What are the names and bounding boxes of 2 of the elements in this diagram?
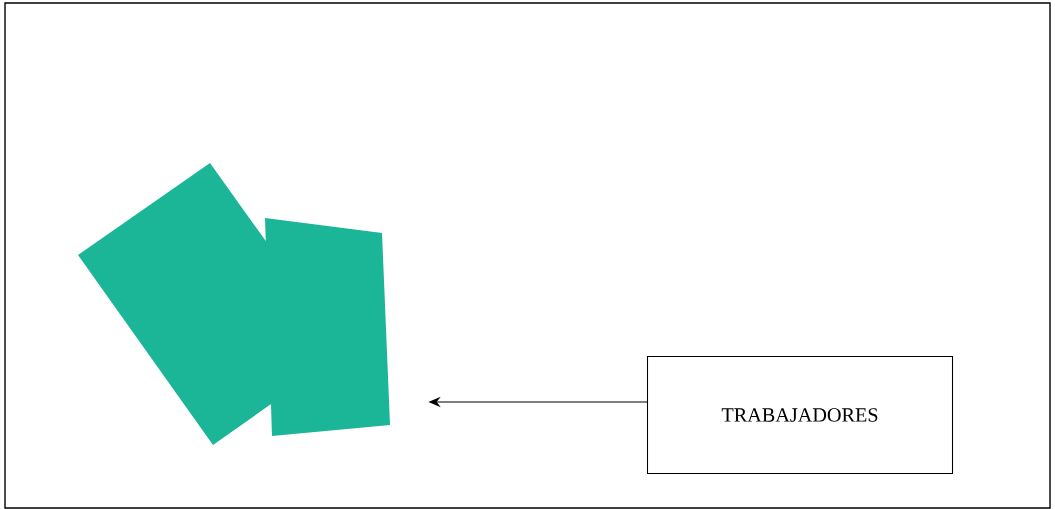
- label-box: TRABAJADORES: [646, 355, 954, 475]
- picture-drawing: [78, 163, 390, 445]
